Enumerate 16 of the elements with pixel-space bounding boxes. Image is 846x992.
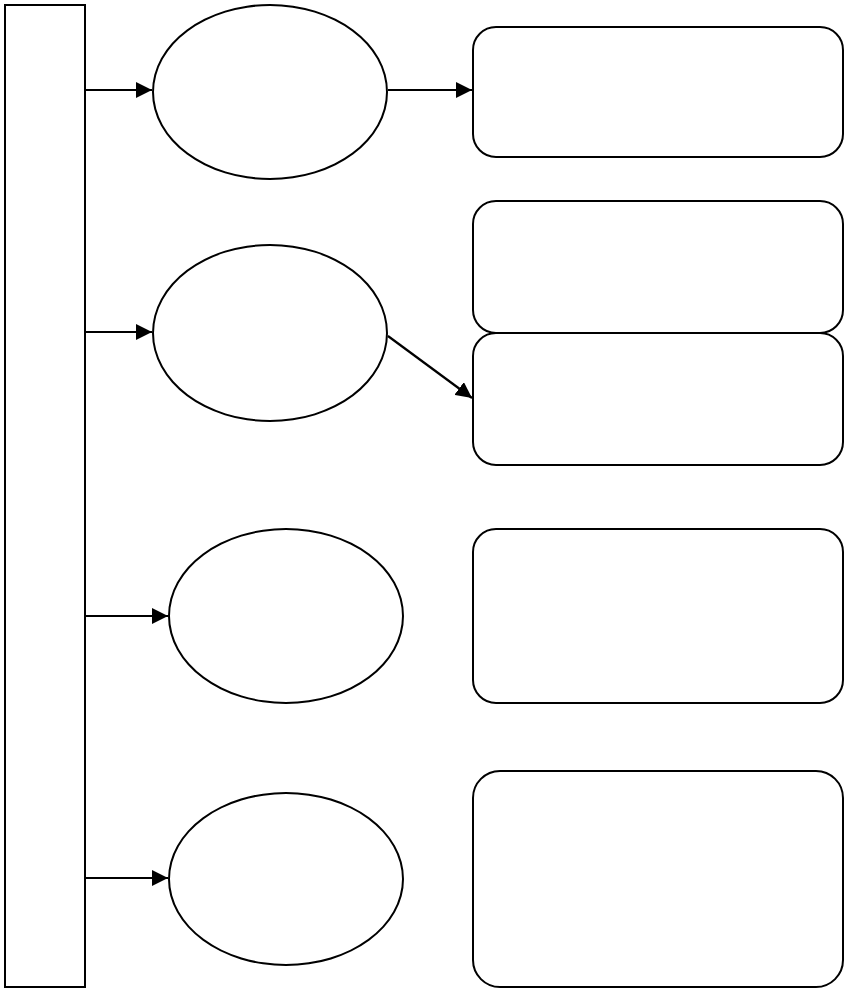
oval-node bbox=[152, 244, 388, 422]
arrow bbox=[86, 608, 168, 624]
arrow bbox=[387, 335, 473, 399]
rounded-rectangle bbox=[472, 332, 844, 466]
oval-node bbox=[168, 792, 404, 966]
oval-node bbox=[168, 528, 404, 704]
arrow bbox=[86, 324, 152, 340]
rounded-rectangle bbox=[472, 26, 844, 158]
arrow bbox=[86, 82, 153, 98]
rounded-rectangle bbox=[472, 770, 844, 988]
arrow bbox=[86, 870, 168, 886]
rounded-rectangle bbox=[472, 528, 844, 704]
rounded-rectangle bbox=[472, 200, 844, 334]
arrow bbox=[387, 82, 472, 98]
tall-rectangle bbox=[4, 4, 86, 988]
oval-node bbox=[152, 4, 388, 180]
